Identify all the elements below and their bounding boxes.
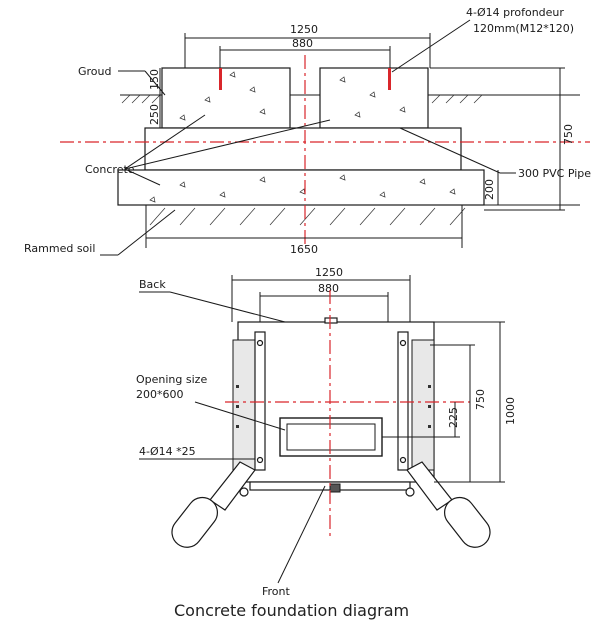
hole-bottom-left (256, 456, 264, 464)
dim-1250: 1250 (290, 23, 318, 36)
left-upper-block (161, 67, 291, 129)
top-latch (324, 317, 338, 324)
dim-1650: 1650 (290, 243, 318, 256)
dim-880: 880 (292, 37, 313, 50)
label-anchor-line2: 120mm(M12*120) (473, 22, 574, 35)
label-anchor-line1: 4-Ø14 profondeur (466, 6, 564, 19)
ground-hatch-right (431, 94, 483, 104)
pipe-band (144, 127, 462, 171)
anchor-bolt-left (219, 68, 222, 90)
right-arm (405, 461, 491, 548)
label-front: Front (262, 585, 291, 598)
ground-hatch-left (121, 94, 161, 104)
plan-dim-1000: 1000 (504, 397, 517, 425)
label-opening-line1: Opening size (136, 373, 207, 386)
plan-dim-750: 750 (474, 389, 487, 410)
right-upper-block (319, 67, 429, 129)
hole-top-right (399, 339, 407, 347)
dim-750: 750 (562, 124, 575, 145)
anchor-bolt-right (388, 68, 391, 90)
plan-dim-1250: 1250 (315, 266, 343, 279)
left-rail (254, 331, 266, 471)
label-rammed-soil: Rammed soil (24, 242, 95, 255)
label-opening-line2: 200*600 (136, 388, 184, 401)
label-pvc-pipe: 300 PVC Pipe (518, 167, 591, 180)
diagram-caption: Concrete foundation diagram (174, 601, 409, 620)
plan-view: 1250 880 (136, 266, 517, 598)
label-holes: 4-Ø14 *25 (139, 445, 196, 458)
plan-dim-880: 880 (318, 282, 339, 295)
opening-inner (286, 423, 376, 451)
front-latch (329, 483, 341, 493)
frame-fasteners (236, 385, 431, 428)
aggregate-marks (149, 71, 456, 203)
label-back: Back (139, 278, 166, 291)
right-rail (397, 331, 409, 471)
left-arm (171, 461, 256, 548)
plan-dim-225: 225 (447, 407, 460, 428)
dim-250: 250 (148, 104, 161, 125)
label-ground: Groud (78, 65, 112, 78)
hole-top-left (256, 339, 264, 347)
dim-150: 150 (148, 69, 161, 90)
section-view: 1250 880 1650 150 250 750 200 Groud Conc… (24, 6, 591, 256)
label-concrete: Concrete (85, 163, 135, 176)
dim-200: 200 (483, 179, 496, 200)
hole-bottom-right (399, 456, 407, 464)
base-block (117, 169, 485, 206)
soil-hatch (149, 207, 466, 226)
